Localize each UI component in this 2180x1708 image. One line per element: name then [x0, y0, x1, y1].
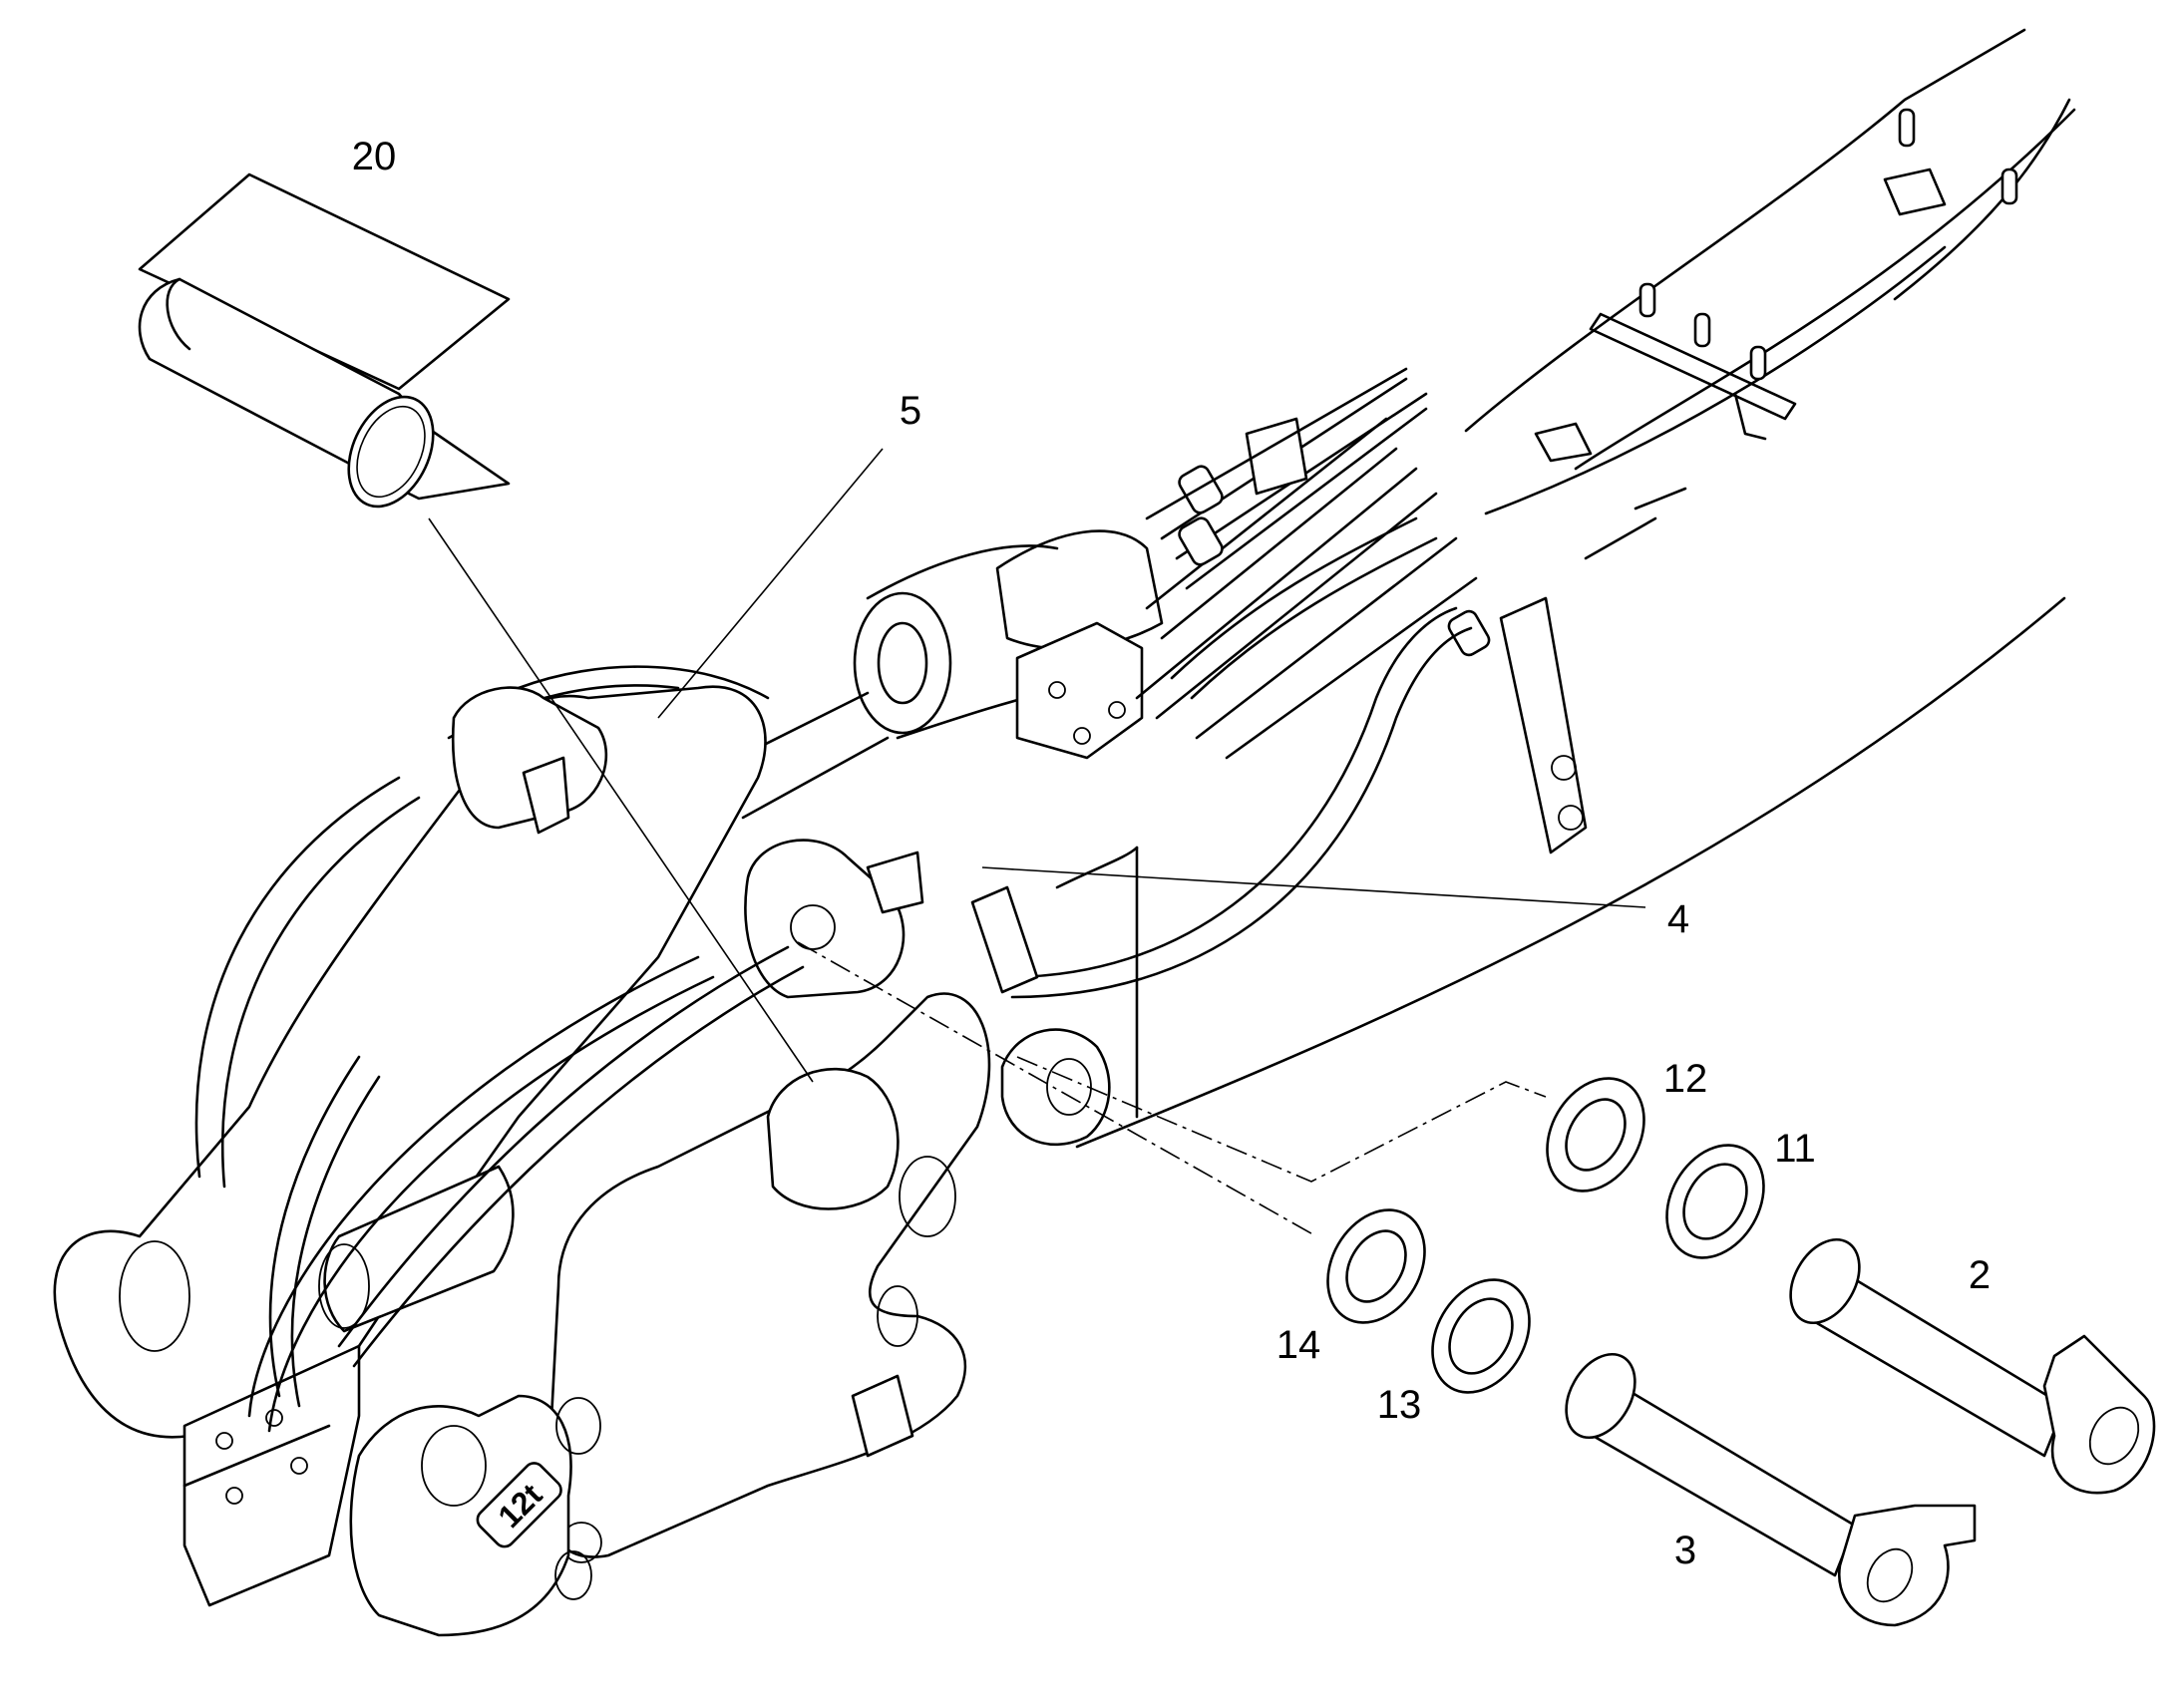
arm-studs: [1534, 108, 2018, 463]
leader-lines: [428, 448, 1646, 1237]
quick-coupler: 12t: [53, 606, 1473, 1637]
callout-11: 11: [1774, 1127, 1816, 1171]
part-13-washer: [1431, 1278, 1531, 1394]
hydraulic-cylinder: [696, 367, 1687, 854]
part-12-washer: [1546, 1077, 1645, 1193]
callout-5: 5: [900, 389, 921, 433]
callout-3: 3: [1674, 1529, 1696, 1572]
part-3-pin: [1565, 1352, 1977, 1627]
part-11-washer: [1665, 1144, 1765, 1259]
callout-2: 2: [1969, 1253, 1991, 1297]
boom-arm: [1055, 28, 2076, 1149]
callout-12: 12: [1663, 1057, 1708, 1101]
part-14-washer: [1326, 1208, 1426, 1324]
part-20-sleeve: [138, 172, 511, 509]
callouts: 20 5 4 12 11 2 14 13 3: [352, 135, 1991, 1572]
callout-14: 14: [1276, 1323, 1321, 1367]
callout-4: 4: [1667, 897, 1689, 941]
callout-13: 13: [1377, 1383, 1422, 1427]
part-2-pin: [1789, 1237, 2156, 1495]
callout-20: 20: [352, 135, 397, 178]
